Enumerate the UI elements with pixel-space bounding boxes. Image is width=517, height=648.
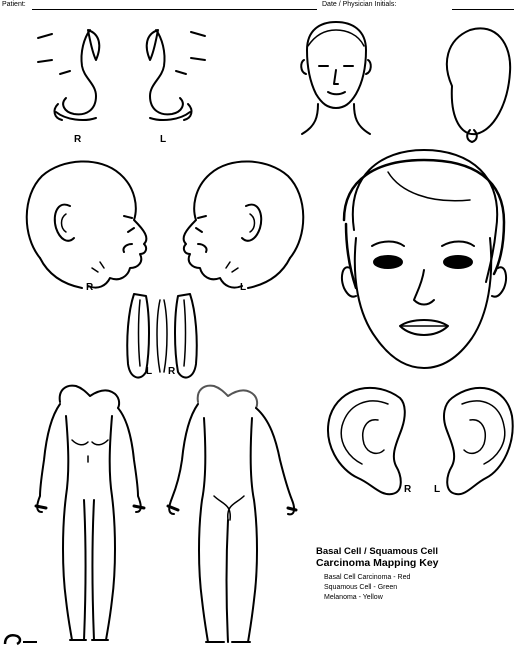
- head-top-diagram[interactable]: [447, 28, 510, 142]
- key-entry-squamous-cell: Squamous Cell - Green: [316, 583, 514, 593]
- key-entry-melanoma: Melanoma - Yellow: [316, 593, 514, 603]
- nose-right-label: R: [74, 134, 81, 146]
- logo-icon: [3, 632, 41, 646]
- ear-right-label: R: [404, 484, 411, 496]
- mapping-key: Basal Cell / Squamous Cell Carcinoma Map…: [316, 546, 514, 603]
- head-profile-right-label: R: [86, 282, 93, 294]
- ear-left-label: L: [434, 484, 440, 496]
- nose-left-diagram[interactable]: [147, 30, 205, 120]
- body-back-diagram[interactable]: [168, 386, 296, 642]
- neck-right-label: R: [168, 366, 175, 378]
- key-subtitle: Carcinoma Mapping Key: [316, 557, 514, 570]
- head-profile-left-label: L: [240, 282, 246, 294]
- ear-left-diagram[interactable]: [444, 388, 513, 494]
- neck-side-diagram[interactable]: [127, 294, 197, 378]
- ear-right-diagram[interactable]: [328, 388, 405, 494]
- neck-left-label: L: [146, 366, 152, 378]
- key-entry-basal-cell: Basal Cell Carcinoma - Red: [316, 573, 514, 583]
- nose-left-label: L: [160, 134, 166, 146]
- head-profile-right-diagram[interactable]: [27, 161, 147, 288]
- nose-right-diagram[interactable]: [38, 30, 99, 120]
- face-large-diagram[interactable]: [342, 150, 506, 368]
- head-profile-left-diagram[interactable]: [184, 161, 304, 288]
- head-front-diagram[interactable]: [301, 22, 371, 134]
- key-title: Basal Cell / Squamous Cell: [316, 546, 514, 557]
- body-front-diagram[interactable]: [36, 386, 144, 640]
